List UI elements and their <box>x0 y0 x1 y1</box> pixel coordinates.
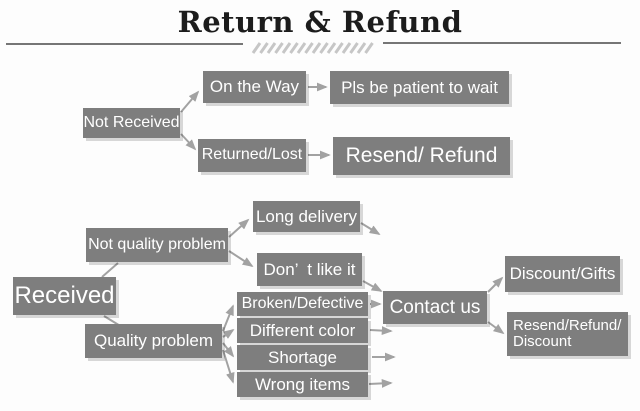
node-contact-us: Contact us <box>383 291 487 324</box>
arrow-long-delivery-to-contact-us <box>360 222 381 235</box>
node-wrong-items: Wrong items <box>237 372 368 397</box>
node-quality-problem: Quality problem <box>85 324 222 358</box>
title-hatch-decoration <box>251 42 374 54</box>
node-long-delivery: Long delivery <box>253 201 360 232</box>
arrow-quality-to-wrong-items <box>222 349 235 384</box>
arrow-different-color-right <box>369 326 393 335</box>
node-shortage: Shortage <box>237 345 368 370</box>
node-broken-defective: Broken/Defective <box>237 292 368 316</box>
arrow-contact-us-to-resend-refund-discount <box>487 321 505 335</box>
node-different-color: Different color <box>237 318 368 343</box>
arrow-not-received-to-returned-lost <box>180 133 197 151</box>
arrow-quality-to-broken <box>222 304 234 332</box>
arrow-not-quality-to-long-delivery <box>228 218 250 238</box>
node-resend-refund-discount: Resend/Refund/ Discount <box>507 312 628 356</box>
node-pls-be-patient: Pls be patient to wait <box>330 71 509 104</box>
arrow-not-quality-to-dont-like <box>228 250 254 267</box>
arrow-quality-to-different-color <box>222 328 235 339</box>
node-dont-like-it: Don’ t like it <box>257 253 362 286</box>
arrow-wrong-items-right <box>368 379 393 388</box>
arrow-not-received-to-on-the-way <box>180 90 200 113</box>
node-on-the-way: On the Way <box>203 71 306 103</box>
node-received: Received <box>13 277 116 315</box>
node-returned-lost: Returned/Lost <box>198 139 306 172</box>
arrow-dont-like-to-contact-us <box>362 280 383 292</box>
node-not-quality-problem: Not quality problem <box>86 228 228 262</box>
node-not-received: Not Received <box>83 108 180 138</box>
page-title: Return & Refund <box>177 5 463 39</box>
arrow-quality-to-shortage <box>222 342 235 358</box>
arrow-contact-us-to-discount-gifts <box>487 276 504 293</box>
node-resend-refund: Resend/ Refund <box>333 137 510 175</box>
line-received-to-not-quality <box>101 262 119 278</box>
node-discount-gifts: Discount/Gifts <box>505 256 620 292</box>
